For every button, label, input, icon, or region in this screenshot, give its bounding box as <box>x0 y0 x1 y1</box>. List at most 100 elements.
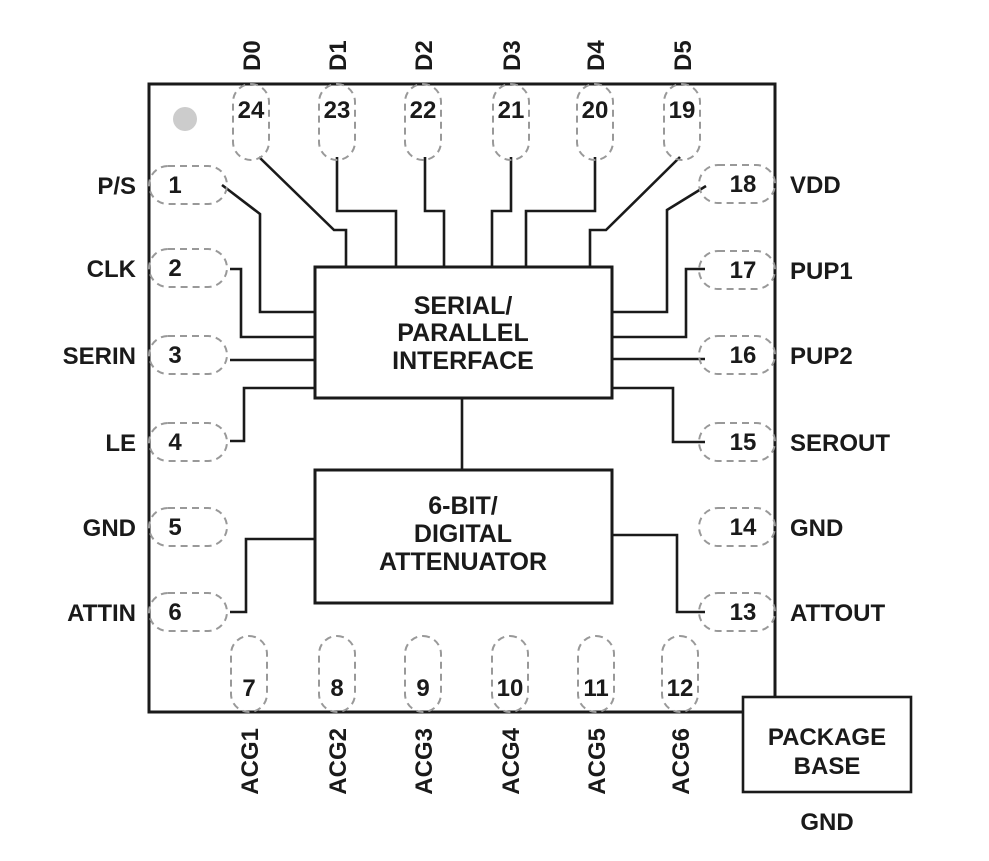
pin-label: CLK <box>87 256 137 283</box>
package-outline <box>147 82 777 714</box>
pin-label: ATTOUT <box>790 600 885 627</box>
pin-number: 21 <box>498 97 525 124</box>
pin-label: D2 <box>411 40 438 71</box>
package-base-line1: PACKAGE <box>768 724 886 751</box>
pin-label: D1 <box>325 40 352 71</box>
pin-number: 2 <box>168 255 181 282</box>
pin-number: 6 <box>168 599 181 626</box>
pin-19: 19 D5 <box>663 40 701 161</box>
digital-attenuator-block: 6-BIT/ DIGITAL ATTENUATOR <box>313 468 614 605</box>
pin-pad <box>492 83 530 161</box>
pin-4: 4 LE <box>105 422 228 462</box>
pin-number: 24 <box>238 97 265 124</box>
pin-label: ATTIN <box>67 600 136 627</box>
pin-label: GND <box>790 515 843 542</box>
pin-number: 10 <box>497 675 524 702</box>
pin-label: ACG4 <box>498 727 525 794</box>
pin-pad <box>148 248 228 288</box>
pin-pad <box>698 164 776 204</box>
pin-label: D0 <box>239 40 266 71</box>
pin-number: 8 <box>330 675 343 702</box>
pin-number: 17 <box>730 257 757 284</box>
pin-pad <box>148 165 228 205</box>
pin-label: SEROUT <box>790 430 890 457</box>
pin-pad <box>404 635 442 713</box>
pin-2: 2 CLK <box>87 248 228 288</box>
pin-label: SERIN <box>63 343 136 370</box>
pin-pad <box>148 592 228 632</box>
serial-parallel-line2: PARALLEL <box>397 319 528 347</box>
pin-pad <box>698 335 776 375</box>
pin-number: 1 <box>168 172 181 199</box>
pin-number: 7 <box>242 675 255 702</box>
pin-label: PUP1 <box>790 258 853 285</box>
pin-pad <box>148 507 228 547</box>
package-base-line2: BASE <box>794 753 861 780</box>
pin-number: 22 <box>410 97 437 124</box>
pin-number: 4 <box>168 429 182 456</box>
pin-20: 20 D4 <box>576 40 614 161</box>
internal-wiring <box>221 156 707 614</box>
serial-parallel-line3: INTERFACE <box>392 347 534 375</box>
pin-pad <box>698 422 776 462</box>
pin-label: LE <box>105 430 136 457</box>
pin-pad <box>663 83 701 161</box>
pin-label: P/S <box>97 173 136 200</box>
pin-number: 12 <box>667 675 694 702</box>
pin-16: 16 PUP2 <box>698 335 853 375</box>
pin-number: 19 <box>669 97 696 124</box>
pin-6: 6 ATTIN <box>67 592 228 632</box>
package-base-block: PACKAGE BASE GND <box>741 695 913 836</box>
pin-number: 3 <box>168 342 181 369</box>
pin-24: 24 D0 <box>232 40 270 161</box>
pin-number: 20 <box>582 97 609 124</box>
pins-layer: 1 P/S 2 CLK 3 SERIN 4 LE 5 GND 6 ATTIN 13 ATTOUT 14 GND… <box>63 40 891 795</box>
pin-label: PUP2 <box>790 343 853 370</box>
pin-pad <box>230 635 268 713</box>
pin1-marker-dot <box>173 107 197 131</box>
pin-label: D4 <box>583 40 610 71</box>
pin-14: 14 GND <box>698 507 843 547</box>
pin-18: 18 VDD <box>698 164 841 204</box>
pin-pad <box>148 335 228 375</box>
pin-label: D3 <box>499 40 526 71</box>
pin-number: 14 <box>730 514 757 541</box>
pin-pad <box>491 635 529 713</box>
pin-number: 5 <box>168 514 181 541</box>
pin-pad <box>576 83 614 161</box>
serial-parallel-interface-block: SERIAL/ PARALLEL INTERFACE <box>313 265 614 400</box>
pin-number: 13 <box>730 599 757 626</box>
pin-label: ACG3 <box>411 728 438 795</box>
attenuator-line2: DIGITAL <box>414 520 512 548</box>
pin-number: 16 <box>730 342 757 369</box>
pin-label: ACG2 <box>325 728 352 795</box>
attenuator-line3: ATTENUATOR <box>379 548 547 576</box>
pin-pad <box>698 592 776 632</box>
pin-pad <box>232 83 270 161</box>
pin-17: 17 PUP1 <box>698 250 853 290</box>
attenuator-line1: 6-BIT/ <box>428 492 498 520</box>
pin-number: 18 <box>730 171 757 198</box>
pin-22: 22 D2 <box>404 40 442 161</box>
pin-13: 13 ATTOUT <box>698 592 885 632</box>
pin-1: 1 P/S <box>97 165 228 205</box>
pin-pad <box>404 83 442 161</box>
pin-pad <box>318 83 356 161</box>
pin-label: VDD <box>790 172 841 199</box>
serial-parallel-line1: SERIAL/ <box>414 292 513 320</box>
pin-pad <box>698 250 776 290</box>
pin-number: 9 <box>416 675 429 702</box>
pin-label: D5 <box>670 40 697 71</box>
pin-pad <box>661 635 699 713</box>
pin-pad <box>577 635 615 713</box>
pin-pad <box>698 507 776 547</box>
pin-pad <box>318 635 356 713</box>
pin-label: ACG5 <box>584 728 611 795</box>
